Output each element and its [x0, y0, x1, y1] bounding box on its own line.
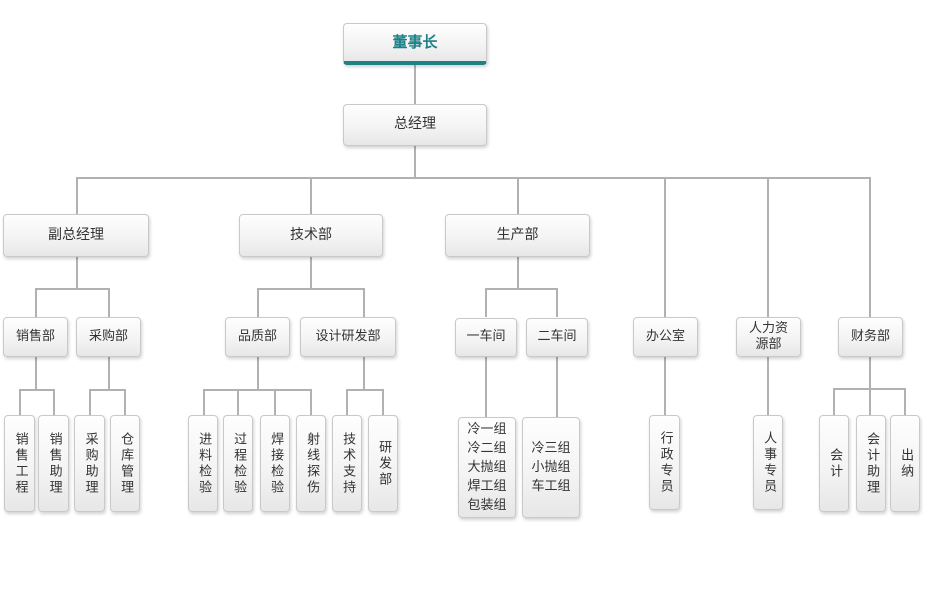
connector-quality-down [257, 357, 259, 389]
connector-quality-bus [203, 389, 312, 391]
node-purchasing-assistant[interactable]: 采购助理 [74, 415, 105, 512]
node-rd-dept[interactable]: 研发部 [368, 415, 398, 512]
connector-drop-deputy-gm [76, 177, 78, 214]
connector-technical-down [310, 257, 312, 288]
node-workshop1-groups[interactable]: 冷一组 冷二组 大抛组 焊工组 包装组 [458, 417, 516, 518]
node-accountant[interactable]: 会计 [819, 415, 849, 512]
node-design-rd-dept[interactable]: 设计研发部 [300, 317, 396, 357]
group-line: 冷三组 [531, 441, 571, 456]
connector-production-down [517, 257, 519, 288]
connector-drop-production-dept [517, 177, 519, 214]
group-line: 车工组 [531, 479, 571, 494]
connector-gm-bus [414, 146, 416, 177]
connector-drop-accounting-assistant [869, 388, 871, 415]
group-line: 冷二组 [467, 441, 507, 456]
node-production-dept[interactable]: 生产部 [445, 214, 590, 257]
connector-purchasing-bus [89, 389, 126, 391]
group-line: 冷一组 [467, 422, 507, 437]
node-welding-inspection[interactable]: 焊接检验 [260, 415, 290, 512]
node-office[interactable]: 办公室 [633, 317, 698, 357]
node-workshop-1[interactable]: 一车间 [455, 318, 517, 357]
connector-purchasing-down [108, 357, 110, 389]
node-process-inspection[interactable]: 过程检验 [223, 415, 253, 512]
group-line: 焊工组 [467, 479, 507, 494]
group-line: 包装组 [467, 498, 507, 513]
connector-sales-bus [19, 389, 55, 391]
connector-main-bus [76, 177, 871, 179]
connector-drop-xray-flaw-detection [310, 389, 312, 415]
node-admin-specialist[interactable]: 行政专员 [649, 415, 680, 510]
node-sales-assistant[interactable]: 销售助理 [38, 415, 69, 512]
node-chairman[interactable]: 董事长 [343, 23, 487, 65]
connector-drop-office [664, 177, 666, 317]
connector-chairman-gm [414, 65, 416, 104]
connector-finance-down [869, 357, 871, 388]
group-line: 大抛组 [467, 460, 507, 475]
node-sales-dept[interactable]: 销售部 [3, 317, 68, 357]
node-workshop2-groups[interactable]: 冷三组 小抛组 车工组 [522, 417, 580, 518]
connector-drop-purchasing-assistant [89, 389, 91, 415]
connector-drop-sales-engineering [19, 389, 21, 415]
connector-drop-welding-inspection [274, 389, 276, 415]
connector-technical-bus [257, 288, 365, 290]
connector-drop-rd-dept [382, 389, 384, 415]
connector-drop-workshop-2 [556, 288, 558, 317]
node-general-manager[interactable]: 总经理 [343, 104, 487, 146]
connector-drop-accountant [833, 388, 835, 415]
connector-sales-down [35, 357, 37, 389]
connector-drop-process-inspection [237, 389, 239, 415]
node-cashier[interactable]: 出纳 [890, 415, 920, 512]
connector-design-rd-down [363, 357, 365, 389]
node-hr-specialist[interactable]: 人事专员 [753, 415, 783, 510]
connector-drop-purchasing-dept [108, 288, 110, 317]
connector-deputy-down [76, 257, 78, 288]
node-quality-dept[interactable]: 品质部 [225, 317, 290, 357]
group-line: 小抛组 [531, 460, 571, 475]
connector-workshop2-child [556, 357, 558, 417]
node-incoming-inspection[interactable]: 进料检验 [188, 415, 218, 512]
connector-drop-design-rd-dept [363, 288, 365, 317]
connector-workshop1-child [485, 357, 487, 417]
connector-hr-child [767, 357, 769, 415]
connector-drop-technical-support [346, 389, 348, 415]
connector-drop-incoming-inspection [203, 389, 205, 415]
connector-production-bus [485, 288, 558, 290]
node-finance-dept[interactable]: 财务部 [838, 317, 903, 357]
node-workshop-2[interactable]: 二车间 [526, 318, 588, 357]
connector-deputy-bus [35, 288, 110, 290]
node-sales-engineering[interactable]: 销售工程 [4, 415, 35, 512]
connector-office-child [664, 357, 666, 415]
node-accounting-assistant[interactable]: 会计助理 [856, 415, 886, 512]
connector-drop-warehouse-management [124, 389, 126, 415]
node-deputy-general-manager[interactable]: 副总经理 [3, 214, 149, 257]
node-technical-support[interactable]: 技术支持 [332, 415, 362, 512]
connector-drop-sales-dept [35, 288, 37, 317]
connector-drop-cashier [904, 388, 906, 415]
connector-drop-finance-dept [869, 177, 871, 317]
connector-drop-hr-dept [767, 177, 769, 317]
node-hr-dept[interactable]: 人力资源部 [736, 317, 801, 357]
connector-drop-technical-dept [310, 177, 312, 214]
node-xray-flaw-detection[interactable]: 射线探伤 [296, 415, 326, 512]
connector-drop-workshop-1 [485, 288, 487, 317]
connector-design-rd-bus [346, 389, 384, 391]
connector-drop-sales-assistant [53, 389, 55, 415]
connector-drop-quality-dept [257, 288, 259, 317]
node-technical-dept[interactable]: 技术部 [239, 214, 383, 257]
node-purchasing-dept[interactable]: 采购部 [76, 317, 141, 357]
node-warehouse-management[interactable]: 仓库管理 [110, 415, 140, 512]
